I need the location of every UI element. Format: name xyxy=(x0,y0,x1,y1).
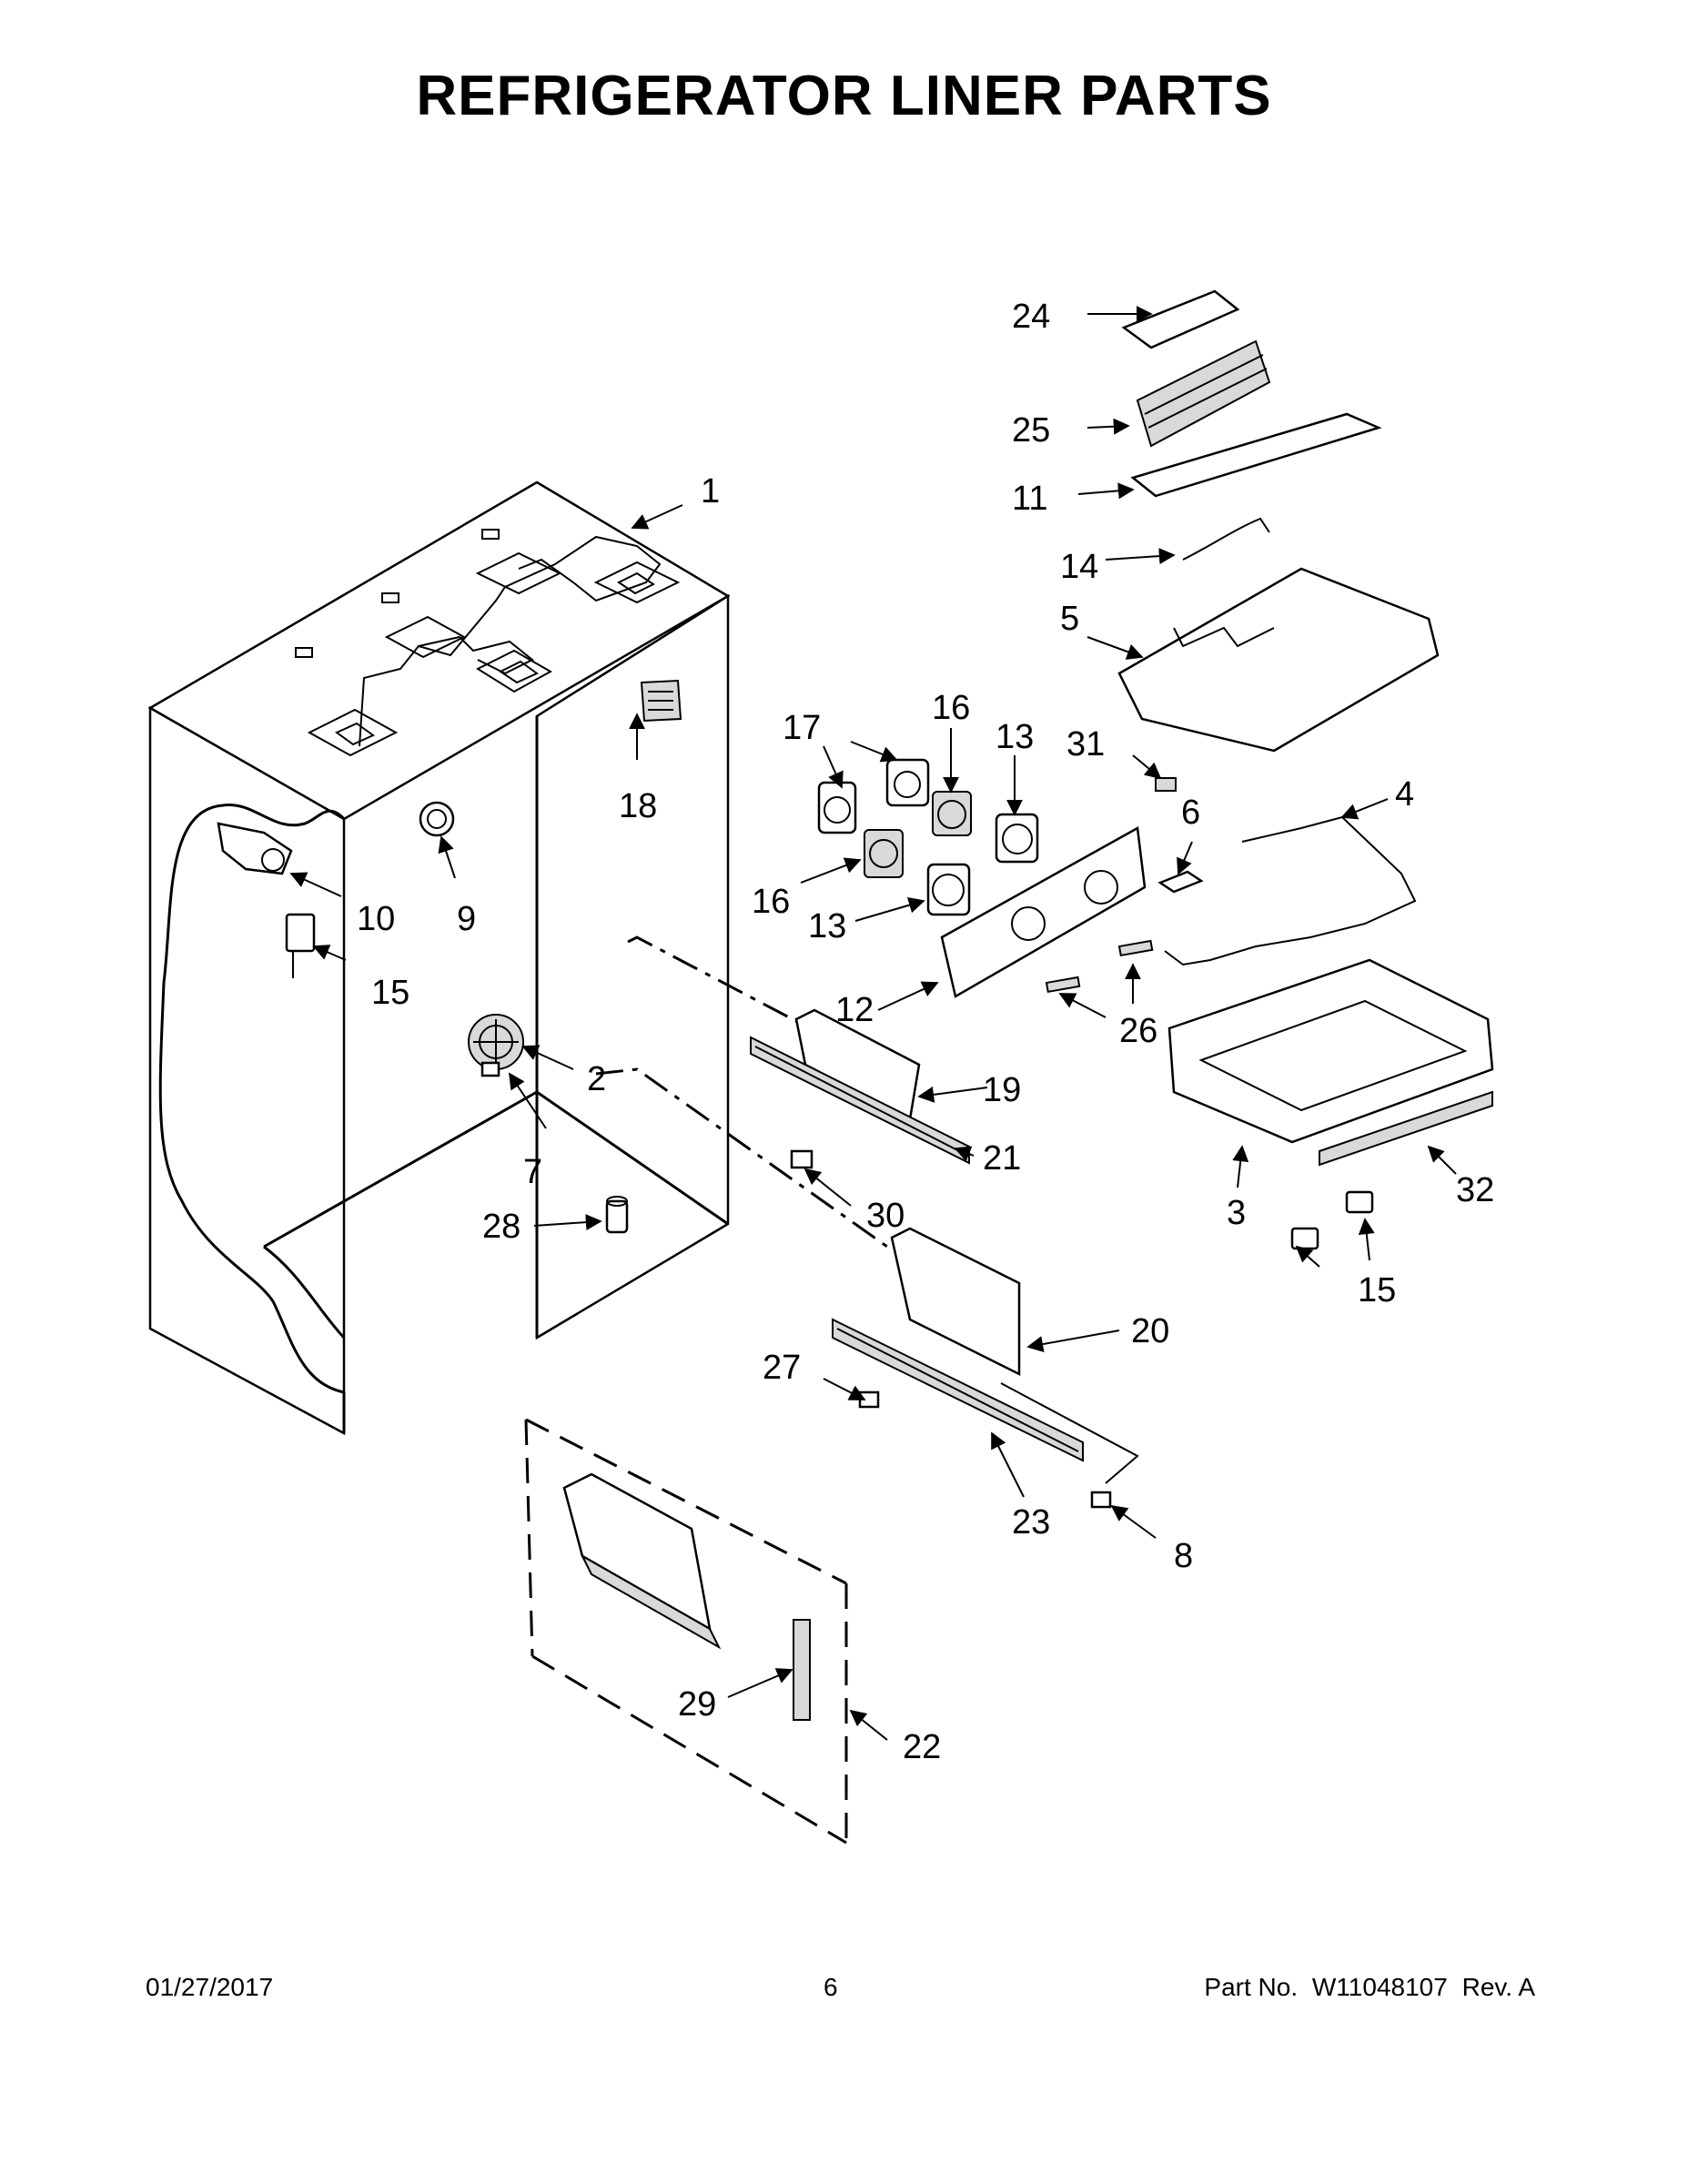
clip-part-31 xyxy=(1155,777,1177,792)
heater-wire-14 xyxy=(1182,517,1270,561)
callout-28: 28 xyxy=(482,1208,521,1246)
drawer-kit-22 xyxy=(524,1418,848,1845)
footer-part-info: Part No. W11048107 Rev. A xyxy=(1197,1973,1535,2002)
footer-date: 01/27/2017 xyxy=(146,1973,274,2001)
callout-11: 11 xyxy=(1012,480,1047,518)
callout-15-right: 15 xyxy=(1358,1271,1396,1309)
callout-19: 19 xyxy=(983,1071,1021,1109)
callout-31: 31 xyxy=(1066,725,1105,763)
callout-16-top: 16 xyxy=(932,689,970,727)
sensor-part-15-left xyxy=(285,913,316,978)
callout-2: 2 xyxy=(587,1060,606,1098)
callout-7: 7 xyxy=(523,1153,542,1191)
fan-assemblies xyxy=(817,758,1039,916)
callout-16-left: 16 xyxy=(752,883,790,921)
callout-21: 21 xyxy=(983,1139,1021,1178)
callout-9: 9 xyxy=(457,900,476,938)
drain-pan-11 xyxy=(1130,412,1382,498)
callout-20: 20 xyxy=(1131,1312,1169,1350)
callout-18: 18 xyxy=(619,787,657,825)
callout-32: 32 xyxy=(1456,1171,1494,1209)
fan-housing-12 xyxy=(940,826,1147,998)
callout-17: 17 xyxy=(783,709,821,747)
callout-29: 29 xyxy=(678,1685,716,1724)
footer-page-number: 6 xyxy=(824,1973,838,2001)
callout-15-left: 15 xyxy=(371,974,409,1012)
fan-grille-part-2 xyxy=(468,1014,524,1070)
sensors-part-15-right xyxy=(1290,1190,1374,1250)
cap-part-28 xyxy=(605,1196,629,1234)
callout-12: 12 xyxy=(835,991,874,1029)
evaporator-coil-25 xyxy=(1136,339,1271,448)
evaporator-cover-24 xyxy=(1121,289,1240,349)
wire-harness-4 xyxy=(1164,815,1417,966)
refrigerator-liner xyxy=(147,480,731,1436)
callout-26: 26 xyxy=(1119,1012,1157,1050)
callout-labels: 1 24 25 11 14 5 31 6 4 26 3 32 15 17 16 … xyxy=(357,298,1494,1766)
callout-1: 1 xyxy=(701,472,720,511)
damper-part-10 xyxy=(217,822,293,875)
callout-5: 5 xyxy=(1060,600,1079,638)
callout-25: 25 xyxy=(1012,411,1050,450)
gasket-part-6 xyxy=(1157,870,1204,894)
callout-27: 27 xyxy=(763,1349,801,1387)
filter-part-18 xyxy=(640,679,682,723)
callout-23: 23 xyxy=(1012,1503,1050,1542)
footer-revision: Rev. A xyxy=(1461,1973,1535,2001)
page-title: REFRIGERATOR LINER PARTS xyxy=(416,65,1272,127)
light-part-9 xyxy=(419,801,455,837)
callout-14: 14 xyxy=(1060,548,1098,586)
callout-8: 8 xyxy=(1174,1537,1193,1575)
spacers-26 xyxy=(1045,939,1154,994)
rail-assembly-20-23 xyxy=(832,1227,1139,1509)
rail-assembly-19-21 xyxy=(750,1008,970,1169)
callout-4: 4 xyxy=(1395,775,1414,814)
crisper-housing-3-32 xyxy=(1167,958,1494,1167)
callout-24: 24 xyxy=(1012,298,1050,336)
footer-part-label: Part No. xyxy=(1204,1973,1299,2001)
screw-part-7 xyxy=(480,1061,500,1077)
callout-13-top: 13 xyxy=(996,718,1034,756)
callout-10: 10 xyxy=(357,900,395,938)
callout-22: 22 xyxy=(903,1728,941,1766)
evaporator-housing-5 xyxy=(1117,567,1440,753)
callout-3: 3 xyxy=(1227,1194,1246,1232)
callout-6: 6 xyxy=(1181,794,1200,832)
callout-13-left: 13 xyxy=(808,907,846,945)
callout-30: 30 xyxy=(866,1197,905,1235)
footer-part-number: W11048107 xyxy=(1311,1973,1448,2001)
leader-arrows xyxy=(289,306,1457,1741)
